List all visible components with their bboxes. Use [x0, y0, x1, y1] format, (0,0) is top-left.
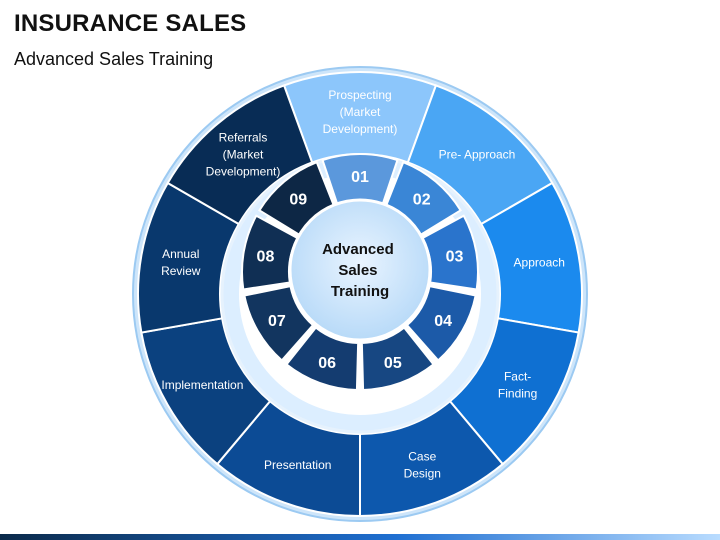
step-label-approach: Approach [514, 255, 565, 269]
step-number-09: 09 [289, 191, 307, 208]
outer-segment-referrals-market-development [166, 84, 314, 226]
footer-accent-bar [0, 534, 720, 540]
step-number-01: 01 [351, 169, 369, 186]
page-title: INSURANCE SALES [14, 10, 247, 37]
step-number-04: 04 [434, 313, 452, 330]
center-hub [288, 198, 432, 342]
step-number-06: 06 [318, 355, 336, 372]
step-label-presentation: Presentation [264, 458, 331, 472]
page-subtitle: Advanced Sales Training [14, 49, 214, 69]
inner-segment-05 [360, 326, 435, 391]
step-label-fact-finding: Fact-Finding [498, 370, 537, 401]
center-label: Advanced Sales Training [322, 241, 398, 300]
step-label-implementation: Implementation [161, 378, 243, 392]
step-number-07: 07 [268, 313, 286, 330]
step-label-pre-approach: Pre- Approach [439, 148, 516, 162]
step-number-03: 03 [446, 248, 464, 265]
inner-segment-04 [405, 284, 477, 362]
inner-segment-06 [285, 326, 360, 391]
step-number-05: 05 [384, 355, 402, 372]
step-number-02: 02 [413, 191, 431, 208]
inner-segment-07 [243, 284, 315, 362]
step-number-08: 08 [257, 248, 275, 265]
